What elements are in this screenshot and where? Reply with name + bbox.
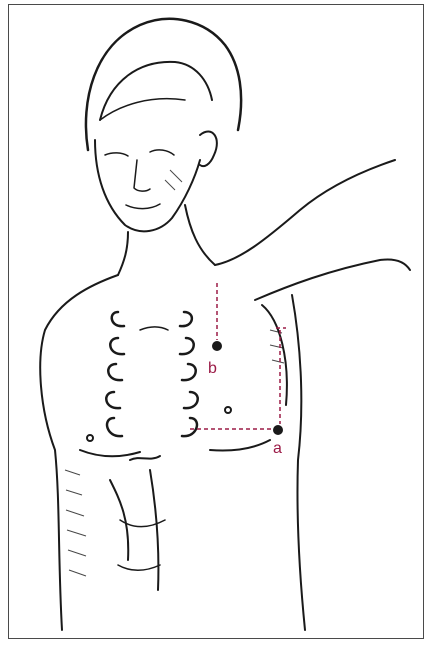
point-b-label: b	[208, 360, 217, 378]
point-a-label: a	[273, 440, 282, 458]
point-b-marker	[212, 341, 222, 351]
point-a-marker	[273, 425, 283, 435]
